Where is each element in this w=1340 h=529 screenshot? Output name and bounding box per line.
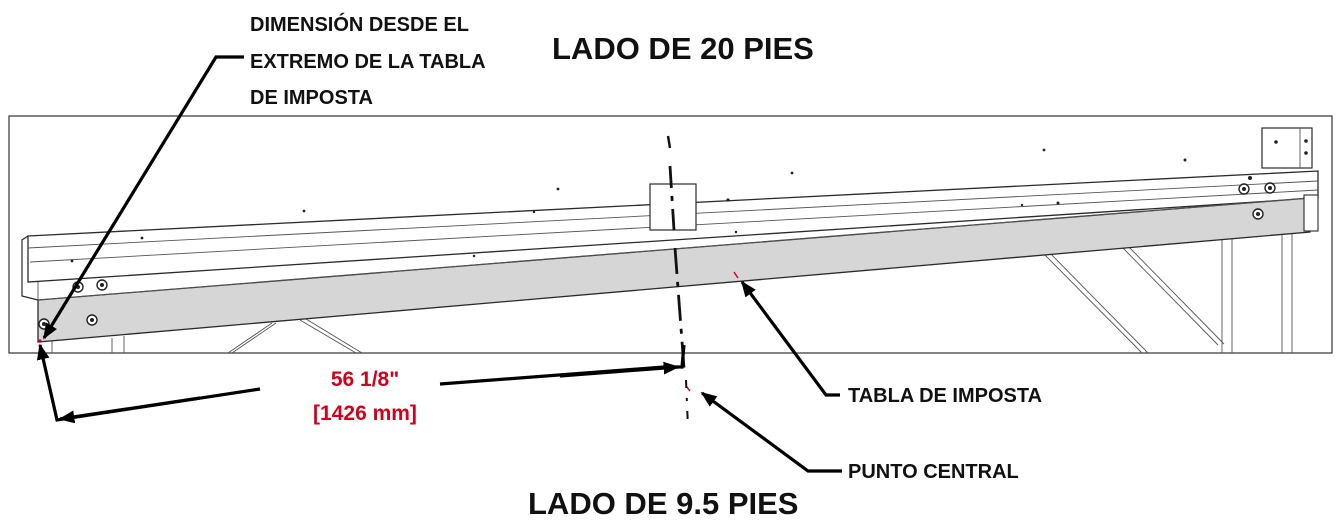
top-side-label: LADO DE 20 PIES — [552, 31, 814, 66]
dimension-note-line2: EXTREMO DE LA TABLA — [250, 51, 486, 73]
dimension-leader-left — [36, 343, 261, 422]
center-point-leader — [700, 391, 842, 473]
dimension-metric: [1426 mm] — [313, 402, 417, 425]
support-braces — [51, 231, 1293, 354]
bottom-side-label: LADO DE 9.5 PIES — [528, 486, 798, 521]
fascia-end-mark — [38, 339, 42, 343]
corner-bracket — [1261, 127, 1319, 232]
dimension-leader-right-arrow — [559, 361, 680, 378]
fascia-board-label: TABLA DE IMPOSTA — [848, 385, 1042, 407]
center-point-label: PUNTO CENTRAL — [848, 461, 1019, 483]
dimension-leader-left-arrow — [58, 396, 201, 424]
fascia-board-leader — [740, 280, 840, 397]
center-mark — [733, 271, 739, 279]
dimension-note-leader — [42, 55, 244, 340]
dimension-note-line1: DIMENSIÓN DESDE EL — [250, 12, 469, 36]
dimension-note-line3: DE IMPOSTA — [250, 87, 373, 109]
dimension-imperial: 56 1/8" — [331, 368, 399, 391]
